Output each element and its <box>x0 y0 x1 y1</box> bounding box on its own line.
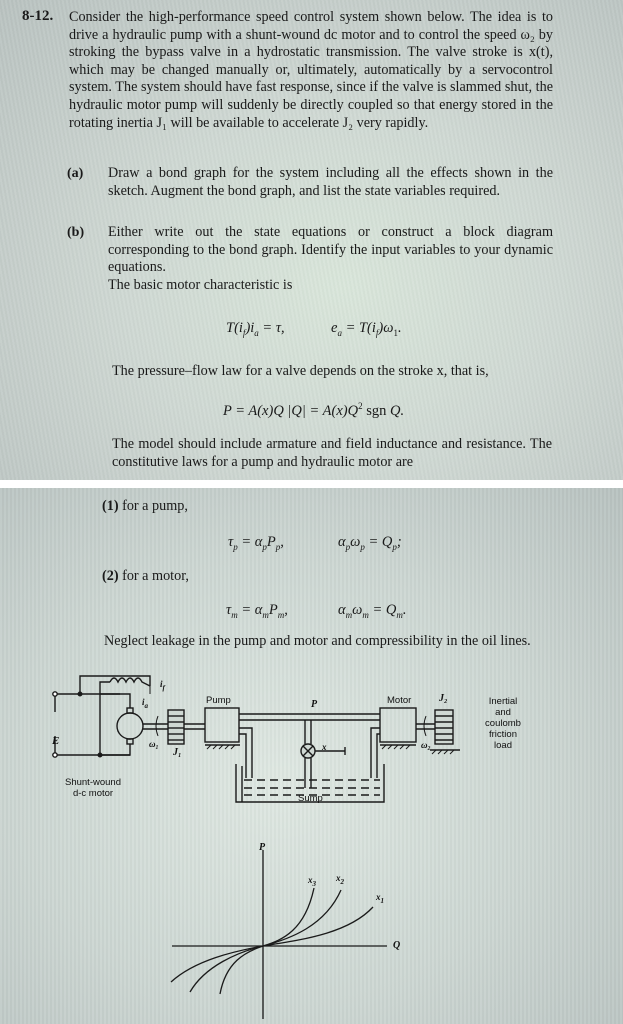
label-omega2: ω₂ <box>421 740 431 750</box>
chart-xlabel: Q <box>393 940 401 951</box>
label-dc-motor: Shunt-wound d-c motor <box>65 777 121 799</box>
label-J2: J₂ <box>439 693 448 704</box>
problem-number: 8-12. <box>22 8 54 24</box>
pump-label: (1) for a pump, <box>102 498 188 514</box>
label-x: x <box>322 742 327 752</box>
chart-label-x1: x1 <box>376 892 384 905</box>
part-a-label: (a) <box>67 166 84 181</box>
label-motor: Motor <box>387 695 412 706</box>
chart-ylabel: P <box>259 842 266 853</box>
pump-equation-torque: τp = αpPp, <box>228 534 284 552</box>
motor-equation-torque: T(if)ia = τ, <box>226 320 285 338</box>
part-b-text: Either write out the state equations or … <box>108 224 553 276</box>
label-sump: Sump <box>298 793 323 804</box>
photo-page-bottom: (1) for a pump, τp = αpPp, αpωp = Qp; (2… <box>0 488 623 1024</box>
motor-label: (2) for a motor, <box>102 568 189 584</box>
problem-intro: Consider the high-performance speed cont… <box>69 9 553 131</box>
pressure-flow-chart <box>170 850 387 1019</box>
model-text: The model should include armature and fi… <box>112 436 552 470</box>
photo-page-top: 8-12. Consider the high-performance spee… <box>0 0 623 480</box>
label-load: Inertial and coulomb friction load <box>485 696 521 751</box>
pump-equation-flow: αpωp = Qp; <box>338 534 402 552</box>
label-E: E <box>52 735 60 747</box>
label-i-f: if <box>160 679 165 692</box>
label-pump: Pump <box>206 695 231 706</box>
curve-x3 <box>219 887 315 995</box>
label-i-a: ia <box>142 697 149 710</box>
curve-x2 <box>189 889 342 993</box>
part-a-text: Draw a bond graph for the system includi… <box>108 165 553 199</box>
motor-equation-emf: ea = T(if)ω1. <box>331 320 402 338</box>
hmotor-equation-flow: αmωm = Qm. <box>338 602 407 620</box>
label-J1: J₁ <box>173 747 182 758</box>
label-P: P <box>311 699 318 710</box>
chart-label-x3: x3 <box>308 875 316 888</box>
curve-x1 <box>170 906 374 983</box>
part-b-label: (b) <box>67 225 85 240</box>
neglect-text: Neglect leakage in the pump and motor an… <box>104 633 531 649</box>
chart-label-x2: x2 <box>336 873 344 886</box>
valve-intro: The pressure–flow law for a valve depend… <box>112 363 489 379</box>
hmotor-equation-torque: τm = αmPm, <box>226 602 288 620</box>
motor-char-intro: The basic motor characteristic is <box>108 277 293 293</box>
valve-equation: P = A(x)Q |Q| = A(x)Q2 sgn Q. <box>223 401 405 419</box>
system-schematic <box>52 675 460 803</box>
label-omega1: ω₁ <box>149 739 159 749</box>
